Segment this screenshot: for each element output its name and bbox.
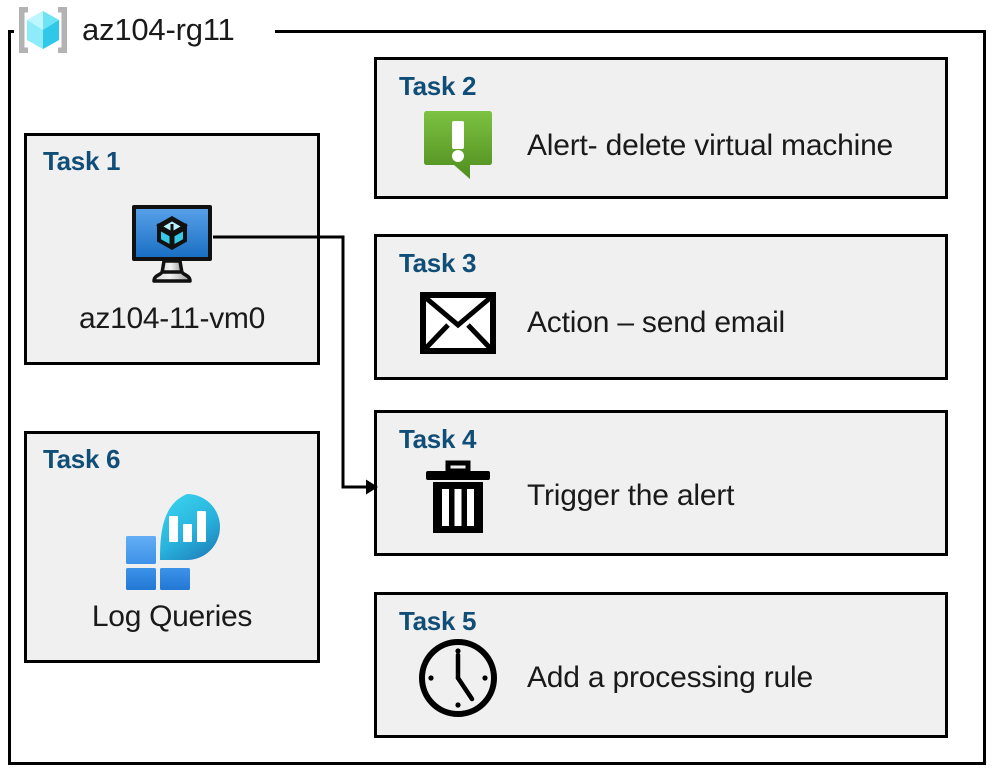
task-6-label: Task 6 bbox=[43, 444, 121, 474]
clock-icon bbox=[417, 639, 499, 717]
task-2-row: Alert- delete virtual machine bbox=[417, 107, 935, 185]
task-4-label: Task 4 bbox=[399, 424, 477, 454]
task-3-label: Task 3 bbox=[399, 248, 477, 278]
resource-group-title: az104-rg11 bbox=[82, 12, 235, 47]
azure-log-analytics-icon bbox=[119, 492, 225, 597]
azure-virtual-machine-icon bbox=[124, 202, 220, 291]
task-5-text: Add a processing rule bbox=[527, 661, 813, 694]
task-1-label: Task 1 bbox=[43, 146, 121, 176]
task-card-5[interactable]: Task 5 Add a processing rule bbox=[374, 592, 948, 738]
task-card-3[interactable]: Task 3 Action – send email bbox=[374, 234, 948, 380]
task-4-text: Trigger the alert bbox=[527, 479, 735, 512]
azure-resource-group-icon bbox=[14, 4, 72, 56]
task-4-row: Trigger the alert bbox=[417, 457, 935, 535]
task-2-label: Task 2 bbox=[399, 71, 477, 101]
resource-group-border-top-right bbox=[275, 30, 986, 33]
alert-bubble-icon bbox=[417, 107, 499, 185]
task-card-2[interactable]: Task 2 Alert- delete virtual machine bbox=[374, 57, 948, 199]
task-2-text: Alert- delete virtual machine bbox=[527, 129, 894, 162]
task-3-row: Action – send email bbox=[417, 284, 935, 362]
task-card-4[interactable]: Task 4 Trigger the alert bbox=[374, 410, 948, 556]
envelope-icon bbox=[417, 284, 499, 362]
task-card-6[interactable]: Task 6 bbox=[24, 431, 320, 663]
task-card-1[interactable]: Task 1 bbox=[24, 133, 320, 365]
trash-icon bbox=[417, 457, 499, 535]
task-1-icon-wrap bbox=[27, 202, 317, 291]
task-1-caption: az104-11-vm0 bbox=[79, 302, 265, 335]
task-5-label: Task 5 bbox=[399, 606, 477, 636]
task-6-caption: Log Queries bbox=[91, 600, 253, 633]
task-3-text: Action – send email bbox=[527, 306, 786, 339]
task-5-row: Add a processing rule bbox=[417, 639, 935, 717]
resource-group-header: az104-rg11 bbox=[14, 2, 243, 58]
task-6-icon-wrap bbox=[27, 492, 317, 597]
